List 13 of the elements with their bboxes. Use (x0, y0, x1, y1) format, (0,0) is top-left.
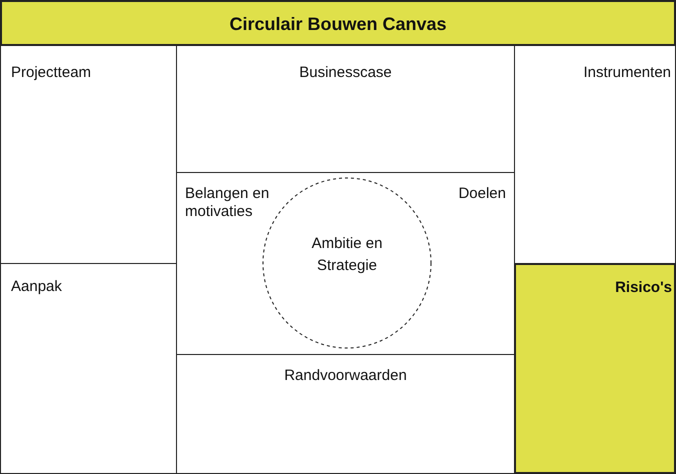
section-heading: Randvoorwaarden (283, 367, 408, 385)
section-heading: Instrumenten (583, 64, 671, 82)
section-heading: Belangen en motivaties (185, 185, 270, 221)
title-band (0, 0, 676, 46)
section-heading: Aanpak (11, 278, 62, 296)
section-heading: Businesscase (298, 64, 393, 82)
section-heading: Risico's (615, 279, 672, 297)
circle-label: Ambitie en Strategie (310, 234, 384, 276)
canvas-title: Circulair Bouwen Canvas (228, 15, 448, 33)
canvas-section (514, 263, 676, 474)
canvas-section (0, 263, 177, 474)
section-heading: Doelen (458, 185, 506, 203)
section-heading: Projectteam (11, 64, 92, 82)
